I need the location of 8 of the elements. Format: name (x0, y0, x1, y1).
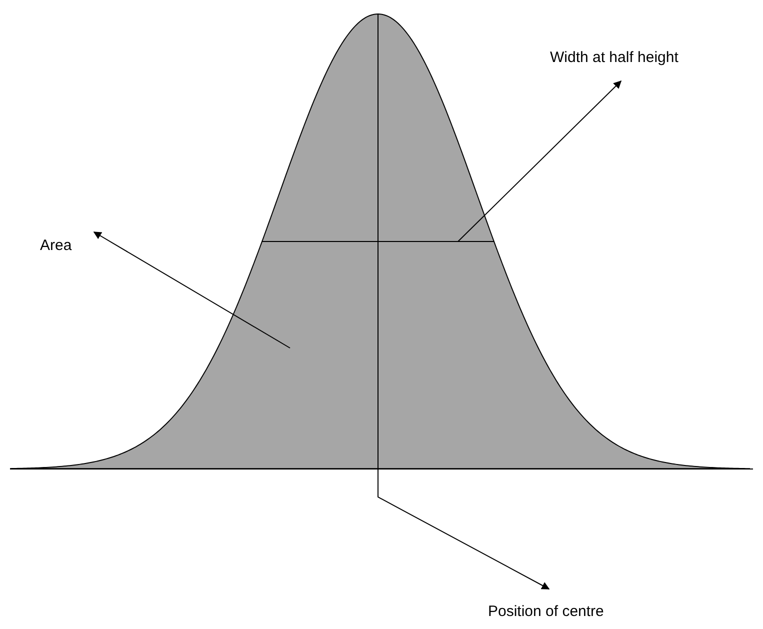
leader-line (378, 468, 550, 590)
callout-label: Area (40, 237, 72, 255)
callout-label: Width at half height (550, 49, 678, 67)
callout-label: Position of centre (488, 603, 604, 621)
leader-line (458, 80, 622, 242)
peak-area (10, 14, 750, 470)
half-height-line (262, 241, 494, 242)
leader-line (93, 232, 290, 348)
